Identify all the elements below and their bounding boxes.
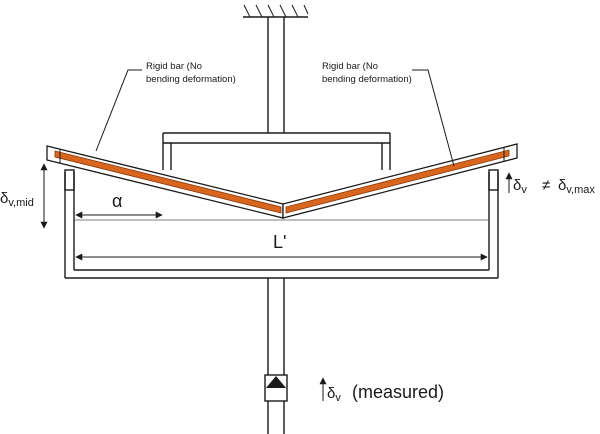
rigid-bar-left-label-2: bending deformation) (146, 74, 236, 85)
alpha-label: α (112, 191, 122, 211)
lower-rod (264, 278, 288, 434)
upper-rod (267, 17, 285, 133)
lower-frame (64, 169, 499, 279)
rigid-bar-right (282, 143, 518, 219)
not-equal-symbol: ≠ (542, 177, 550, 194)
measured-text: (measured) (352, 382, 444, 402)
delta-mid-label: δv,mid (0, 190, 34, 209)
rigid-bar-left (46, 145, 284, 219)
leader-left (95, 69, 142, 152)
leader-right (412, 69, 455, 167)
delta-right-label: δv (513, 177, 527, 196)
rigid-bar-right-label-2: bending deformation) (322, 74, 412, 85)
rigid-bar-left-label-1: Rigid bar (No (146, 61, 202, 72)
delta-max-label: δv,max (558, 177, 595, 196)
upper-frame (162, 132, 391, 170)
rigid-bar-right-label-1: Rigid bar (No (322, 61, 378, 72)
fixed-support (243, 4, 309, 18)
span-label: L' (273, 232, 286, 252)
measured-delta-label: δv (327, 385, 341, 404)
